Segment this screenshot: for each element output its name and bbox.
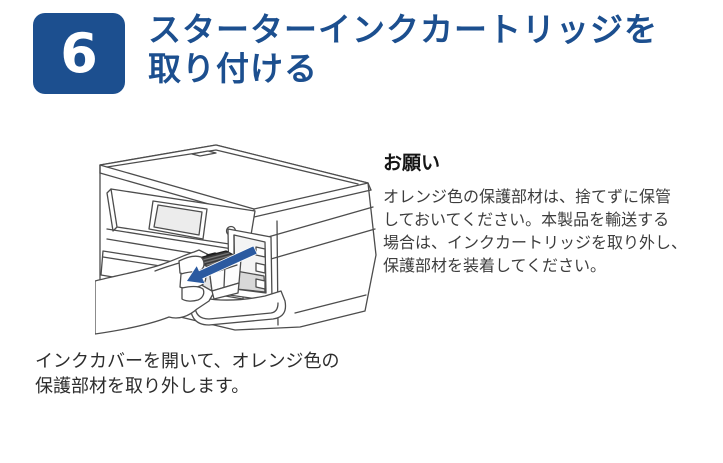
- note-body-line1: オレンジ色の保護部材は、捨てずに保管: [383, 186, 672, 206]
- printer-illustration-svg: [95, 144, 377, 335]
- note-body-line2: しておいてください。本製品を輸送する: [383, 209, 670, 229]
- page-title-line1: スターターインクカートリッジを: [148, 10, 658, 49]
- illustration-caption: インクカバーを開いて、オレンジ色の 保護部材を取り外します。: [35, 349, 340, 399]
- caption-line2: 保護部材を取り外します。: [35, 376, 250, 397]
- printer-lid-handle: [191, 150, 217, 157]
- step-number-badge: 6: [33, 13, 125, 94]
- page-title-line2: 取り付ける: [148, 49, 318, 88]
- printer-illustration: [95, 143, 395, 350]
- step-number: 6: [60, 21, 98, 85]
- note-body-line3: 場合は、インクカートリッジを取り外し、: [383, 232, 688, 252]
- note-heading: お願い: [383, 152, 441, 174]
- note-body: オレンジ色の保護部材は、捨てずに保管 しておいてください。本製品を輸送する 場合…: [383, 185, 718, 277]
- note-panel: お願い オレンジ色の保護部材は、捨てずに保管 しておいてください。本製品を輸送す…: [383, 152, 718, 277]
- open-ink-cover: [189, 290, 287, 326]
- note-body-line4: 保護部材を装着してください。: [383, 255, 607, 275]
- removal-direction-arrow: [186, 245, 258, 285]
- caption-line1: インクカバーを開いて、オレンジ色の: [35, 351, 340, 372]
- page-title: スターターインクカートリッジを 取り付ける: [148, 10, 658, 88]
